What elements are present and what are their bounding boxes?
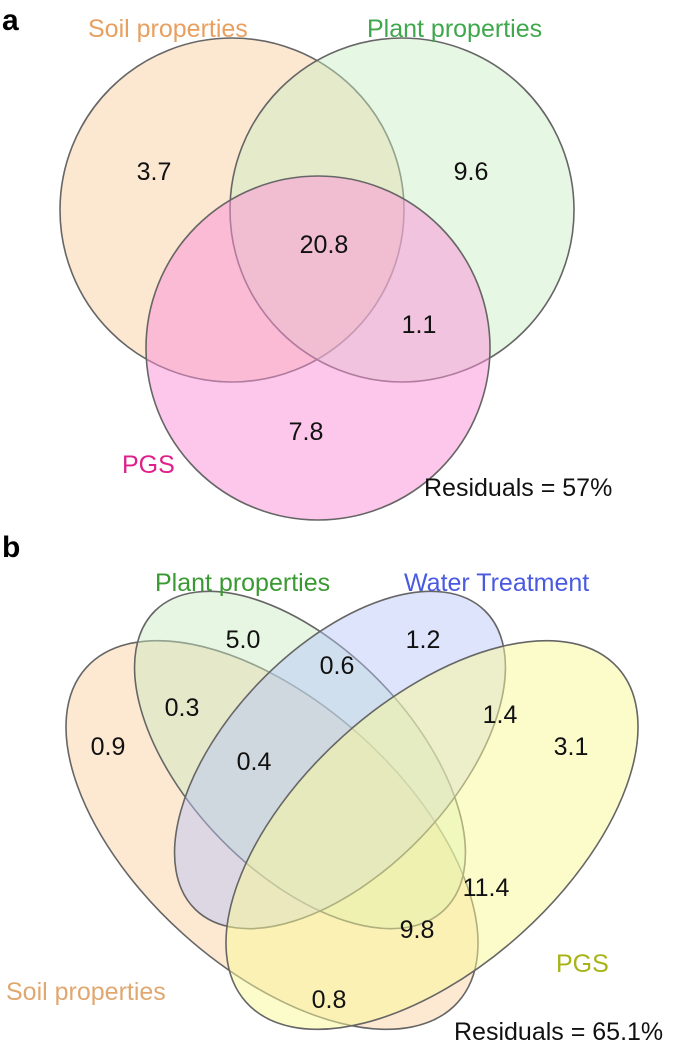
- set-label-plant-a: Plant properties: [367, 15, 542, 43]
- venn-b-pgs-ellipse: [225, 639, 639, 1031]
- set-label-soil-a: Soil properties: [88, 15, 248, 43]
- value-b-water-pgs: 1.4: [483, 701, 518, 729]
- set-label-pgs-a: PGS: [122, 451, 175, 479]
- value-b-pgs-only: 3.1: [554, 733, 589, 761]
- value-b-water-only: 1.2: [406, 626, 441, 654]
- value-b-plant-water: 0.6: [320, 652, 355, 680]
- value-b-soil-plant-water: 0.4: [237, 748, 272, 776]
- value-a-soil-only: 3.7: [137, 158, 172, 186]
- set-label-soil-b: Soil properties: [6, 978, 166, 1006]
- value-b-soil-plant: 0.3: [165, 694, 200, 722]
- panel-a-letter: a: [2, 4, 19, 37]
- venn-a-pgs-circle: [145, 175, 491, 521]
- value-b-soil-pgs: 0.8: [312, 986, 347, 1014]
- panel-b: b Plant properties Water Treatment Soil …: [2, 531, 663, 1046]
- value-a-pgs-only: 7.8: [289, 418, 324, 446]
- set-label-plant-b: Plant properties: [155, 569, 330, 597]
- set-label-water-b: Water Treatment: [404, 569, 589, 597]
- residuals-b: Residuals = 65.1%: [454, 1018, 663, 1046]
- set-label-pgs-b: PGS: [556, 950, 609, 978]
- value-a-all-three: 20.8: [300, 231, 349, 259]
- value-b-water-pgs-plant: 11.4: [463, 874, 510, 902]
- value-a-plant-only: 9.6: [454, 158, 489, 186]
- panel-b-letter: b: [2, 531, 20, 564]
- value-b-plant-only: 5.0: [226, 626, 261, 654]
- value-a-plant-pgs: 1.1: [402, 311, 437, 339]
- value-b-soil-pgs-water: 9.8: [400, 916, 435, 944]
- residuals-a: Residuals = 57%: [424, 474, 612, 502]
- value-b-soil-only: 0.9: [91, 733, 126, 761]
- panel-a: a Soil properties Plant properties PGS 3…: [2, 4, 612, 521]
